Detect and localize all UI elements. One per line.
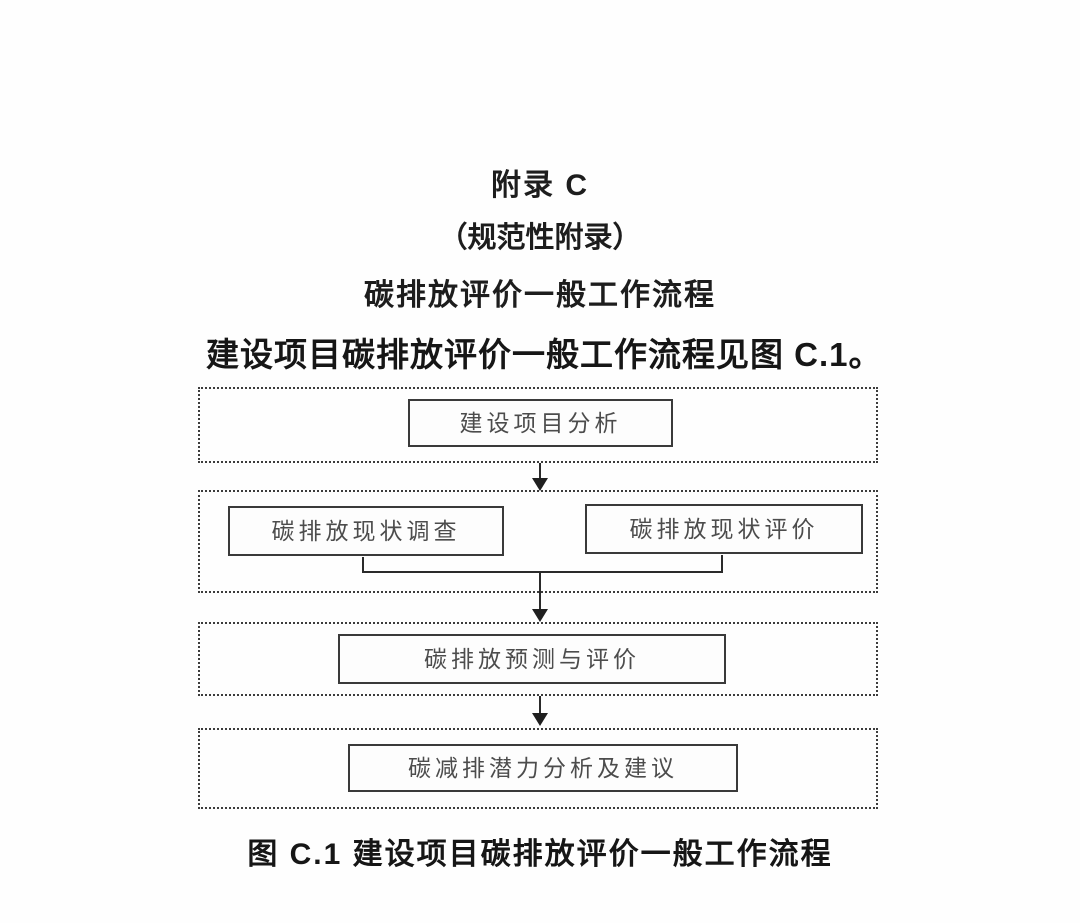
connector-line-horizontal: [362, 571, 723, 573]
flow-node-reduction-potential-suggestions: 碳减排潜力分析及建议: [348, 744, 738, 792]
flow-node-emission-prediction-evaluation: 碳排放预测与评价: [338, 634, 726, 684]
flow-node-project-analysis: 建设项目分析: [408, 399, 673, 447]
connector-line-stage2-stage3: [539, 573, 541, 610]
figure-caption: 图 C.1 建设项目碳排放评价一般工作流程: [247, 838, 833, 871]
flow-node-emission-status-evaluation: 碳排放现状评价: [585, 504, 863, 554]
appendix-title: 附录 C: [491, 169, 589, 202]
stage-container-2: 碳排放现状调查 碳排放现状评价: [198, 490, 878, 593]
connector-line-left-drop: [362, 557, 364, 573]
arrow-down-icon: [532, 478, 548, 491]
intro-paragraph: 建设项目碳排放评价一般工作流程见图 C.1。: [206, 336, 883, 373]
stage-container-1: 建设项目分析: [198, 387, 878, 463]
arrow-down-icon: [532, 609, 548, 622]
appendix-type-subtitle: （规范性附录）: [438, 222, 642, 254]
stage-container-3: 碳排放预测与评价: [198, 622, 878, 696]
flow-node-emission-status-survey: 碳排放现状调查: [228, 506, 504, 556]
arrow-down-icon: [532, 713, 548, 726]
connector-line-right-drop: [721, 555, 723, 573]
connector-line-stage3-stage4: [539, 696, 541, 714]
appendix-subject-heading: 碳排放评价一般工作流程: [364, 279, 716, 312]
connector-line-stage1-stage2: [539, 463, 541, 480]
stage-container-4: 碳减排潜力分析及建议: [198, 728, 878, 809]
